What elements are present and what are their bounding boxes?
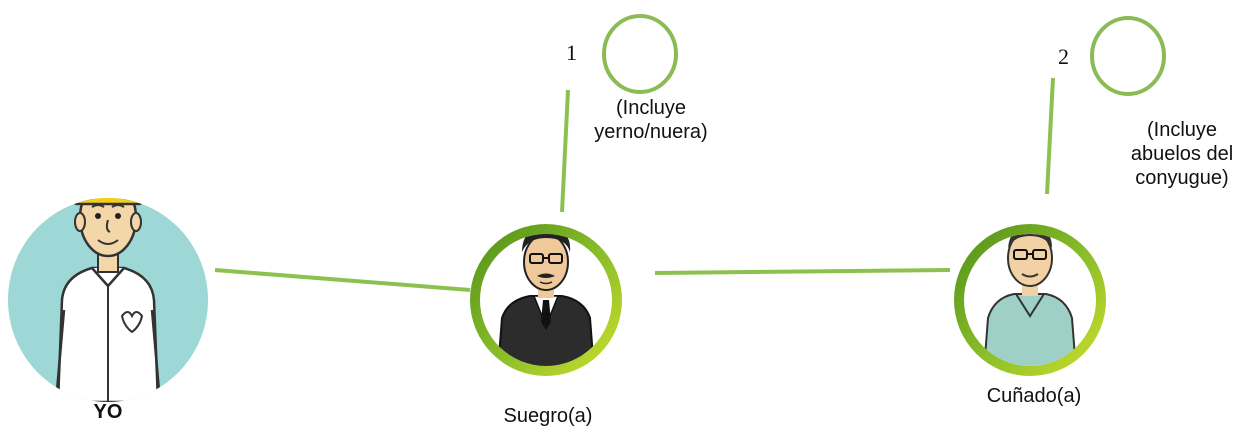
branch-2-note-line1: (Incluye [1146, 119, 1218, 141]
branch-1-note-line1: (Incluye [615, 97, 687, 119]
father-in-law-avatar-icon [496, 234, 596, 366]
worker-avatar-icon [54, 198, 162, 402]
branch-2-circle [1090, 16, 1166, 96]
branch-1-circle [602, 14, 678, 94]
branch-2-note-line3: conyugue) [1135, 167, 1229, 189]
branch-1-number: 1 [566, 40, 577, 65]
suegro-label: Suegro(a) [503, 405, 593, 427]
connector-suegro-branch-1 [560, 89, 570, 213]
branch-2-note-line2: abuelos del [1130, 143, 1234, 165]
cunado-label: Cuñado(a) [986, 385, 1082, 407]
yo-label: YO [93, 401, 123, 423]
branch-2-number: 2 [1058, 44, 1069, 69]
branch-1-note: (Incluye yerno/nuera) [576, 96, 726, 144]
brother-in-law-avatar-icon [982, 234, 1078, 366]
branch-1-note-line2: yerno/nuera) [594, 121, 708, 143]
cunado-node [954, 224, 1106, 376]
connector-suegro-cunado [654, 268, 951, 275]
branch-2-note: (Incluye abuelos del conyugue) [1112, 118, 1252, 190]
suegro-node [470, 224, 622, 376]
connector-yo-suegro [214, 268, 471, 292]
yo-node [8, 198, 208, 402]
connector-cunado-branch-2 [1045, 77, 1055, 195]
